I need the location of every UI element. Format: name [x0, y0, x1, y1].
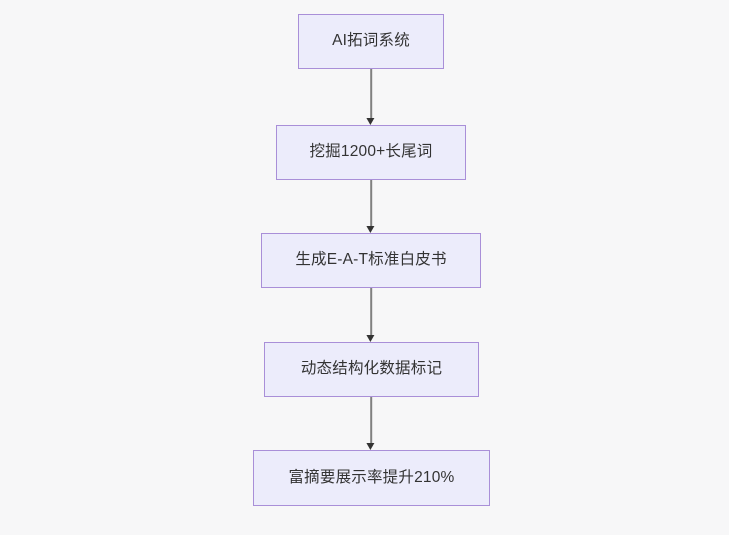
flow-node-label: 挖掘1200+长尾词 — [309, 143, 433, 161]
flow-edge-line — [370, 288, 372, 335]
flow-node-n4[interactable]: 动态结构化数据标记 — [264, 342, 479, 397]
arrow-down-icon — [366, 334, 375, 342]
flow-edge-line — [370, 69, 372, 118]
flow-node-n2[interactable]: 挖掘1200+长尾词 — [276, 125, 466, 180]
flow-edge-line — [370, 180, 372, 226]
flow-node-label: AI拓词系统 — [332, 32, 410, 50]
flow-edge-line — [370, 397, 372, 443]
arrow-down-icon — [366, 117, 375, 125]
flow-node-n3[interactable]: 生成E-A-T标准白皮书 — [261, 233, 481, 288]
arrow-down-icon — [366, 442, 375, 450]
flow-node-label: 富摘要展示率提升210% — [288, 468, 455, 486]
flow-node-label: 动态结构化数据标记 — [300, 360, 443, 378]
flow-node-n1[interactable]: AI拓词系统 — [298, 14, 444, 69]
arrow-down-icon — [366, 225, 375, 233]
flow-node-n5[interactable]: 富摘要展示率提升210% — [253, 450, 490, 506]
flow-node-label: 生成E-A-T标准白皮书 — [295, 251, 447, 269]
